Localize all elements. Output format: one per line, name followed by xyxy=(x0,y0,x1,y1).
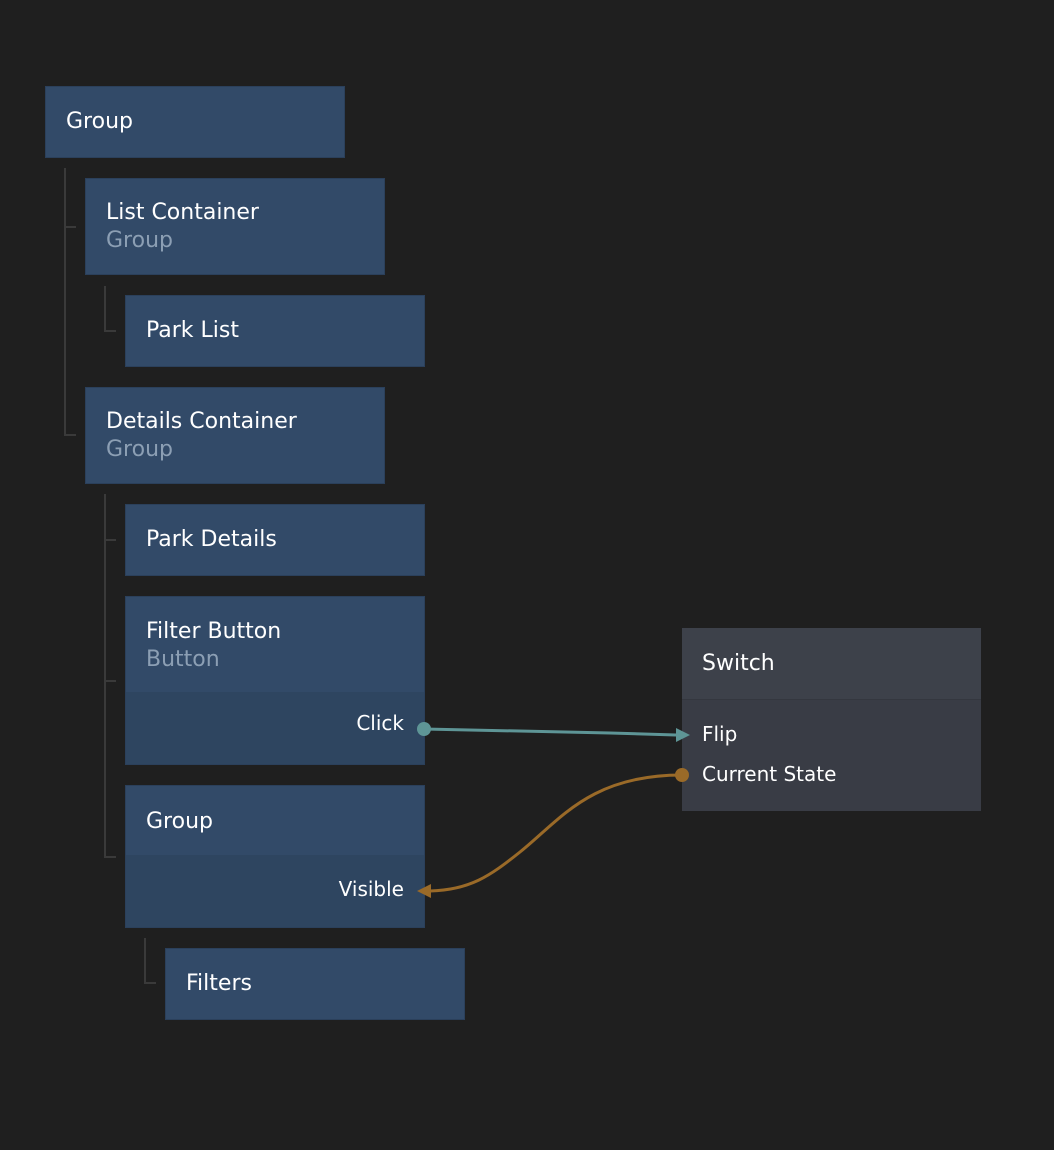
tree-line-group-inner xyxy=(144,938,156,984)
tree-line-root xyxy=(64,168,76,436)
tree-tick-park-details xyxy=(104,539,116,541)
node-title: Details Container xyxy=(106,408,297,434)
node-filter-button[interactable]: Filter Button Button Click xyxy=(125,596,425,765)
node-title: List Container xyxy=(106,199,259,225)
node-switch[interactable]: Switch Flip Current State xyxy=(682,628,981,811)
node-subtitle: Button xyxy=(146,646,220,672)
node-title: Group xyxy=(146,808,213,834)
tree-line-details-container xyxy=(104,494,116,858)
node-title: Filters xyxy=(186,971,252,996)
wire-click-to-flip[interactable] xyxy=(423,727,677,737)
node-ports: Click xyxy=(126,692,424,764)
node-subtitle: Group xyxy=(106,436,173,462)
node-title: Filter Button xyxy=(146,618,282,644)
tree-line-list-container xyxy=(104,286,116,332)
node-subtitle: Group xyxy=(106,227,173,253)
wire-current-state-to-visible[interactable] xyxy=(429,773,683,893)
port-click-label[interactable]: Click xyxy=(356,711,404,735)
node-title: Switch xyxy=(702,650,775,676)
node-filters[interactable]: Filters xyxy=(165,948,465,1020)
node-title: Park List xyxy=(146,318,239,343)
port-current-state-label[interactable]: Current State xyxy=(702,762,837,786)
node-title: Park Details xyxy=(146,527,277,552)
node-details-container[interactable]: Details Container Group xyxy=(85,387,385,484)
tree-tick-list-container xyxy=(64,226,76,228)
node-title: Group xyxy=(66,109,133,134)
tree-tick-filter-button xyxy=(104,680,116,682)
node-group-root[interactable]: Group xyxy=(45,86,345,158)
port-flip-label[interactable]: Flip xyxy=(702,722,738,746)
node-group-inner[interactable]: Group Visible xyxy=(125,785,425,928)
node-park-details[interactable]: Park Details xyxy=(125,504,425,576)
node-ports: Flip Current State xyxy=(682,700,981,811)
node-list-container[interactable]: List Container Group xyxy=(85,178,385,275)
node-park-list[interactable]: Park List xyxy=(125,295,425,367)
node-ports: Visible xyxy=(126,855,424,927)
port-visible-label[interactable]: Visible xyxy=(338,877,404,901)
